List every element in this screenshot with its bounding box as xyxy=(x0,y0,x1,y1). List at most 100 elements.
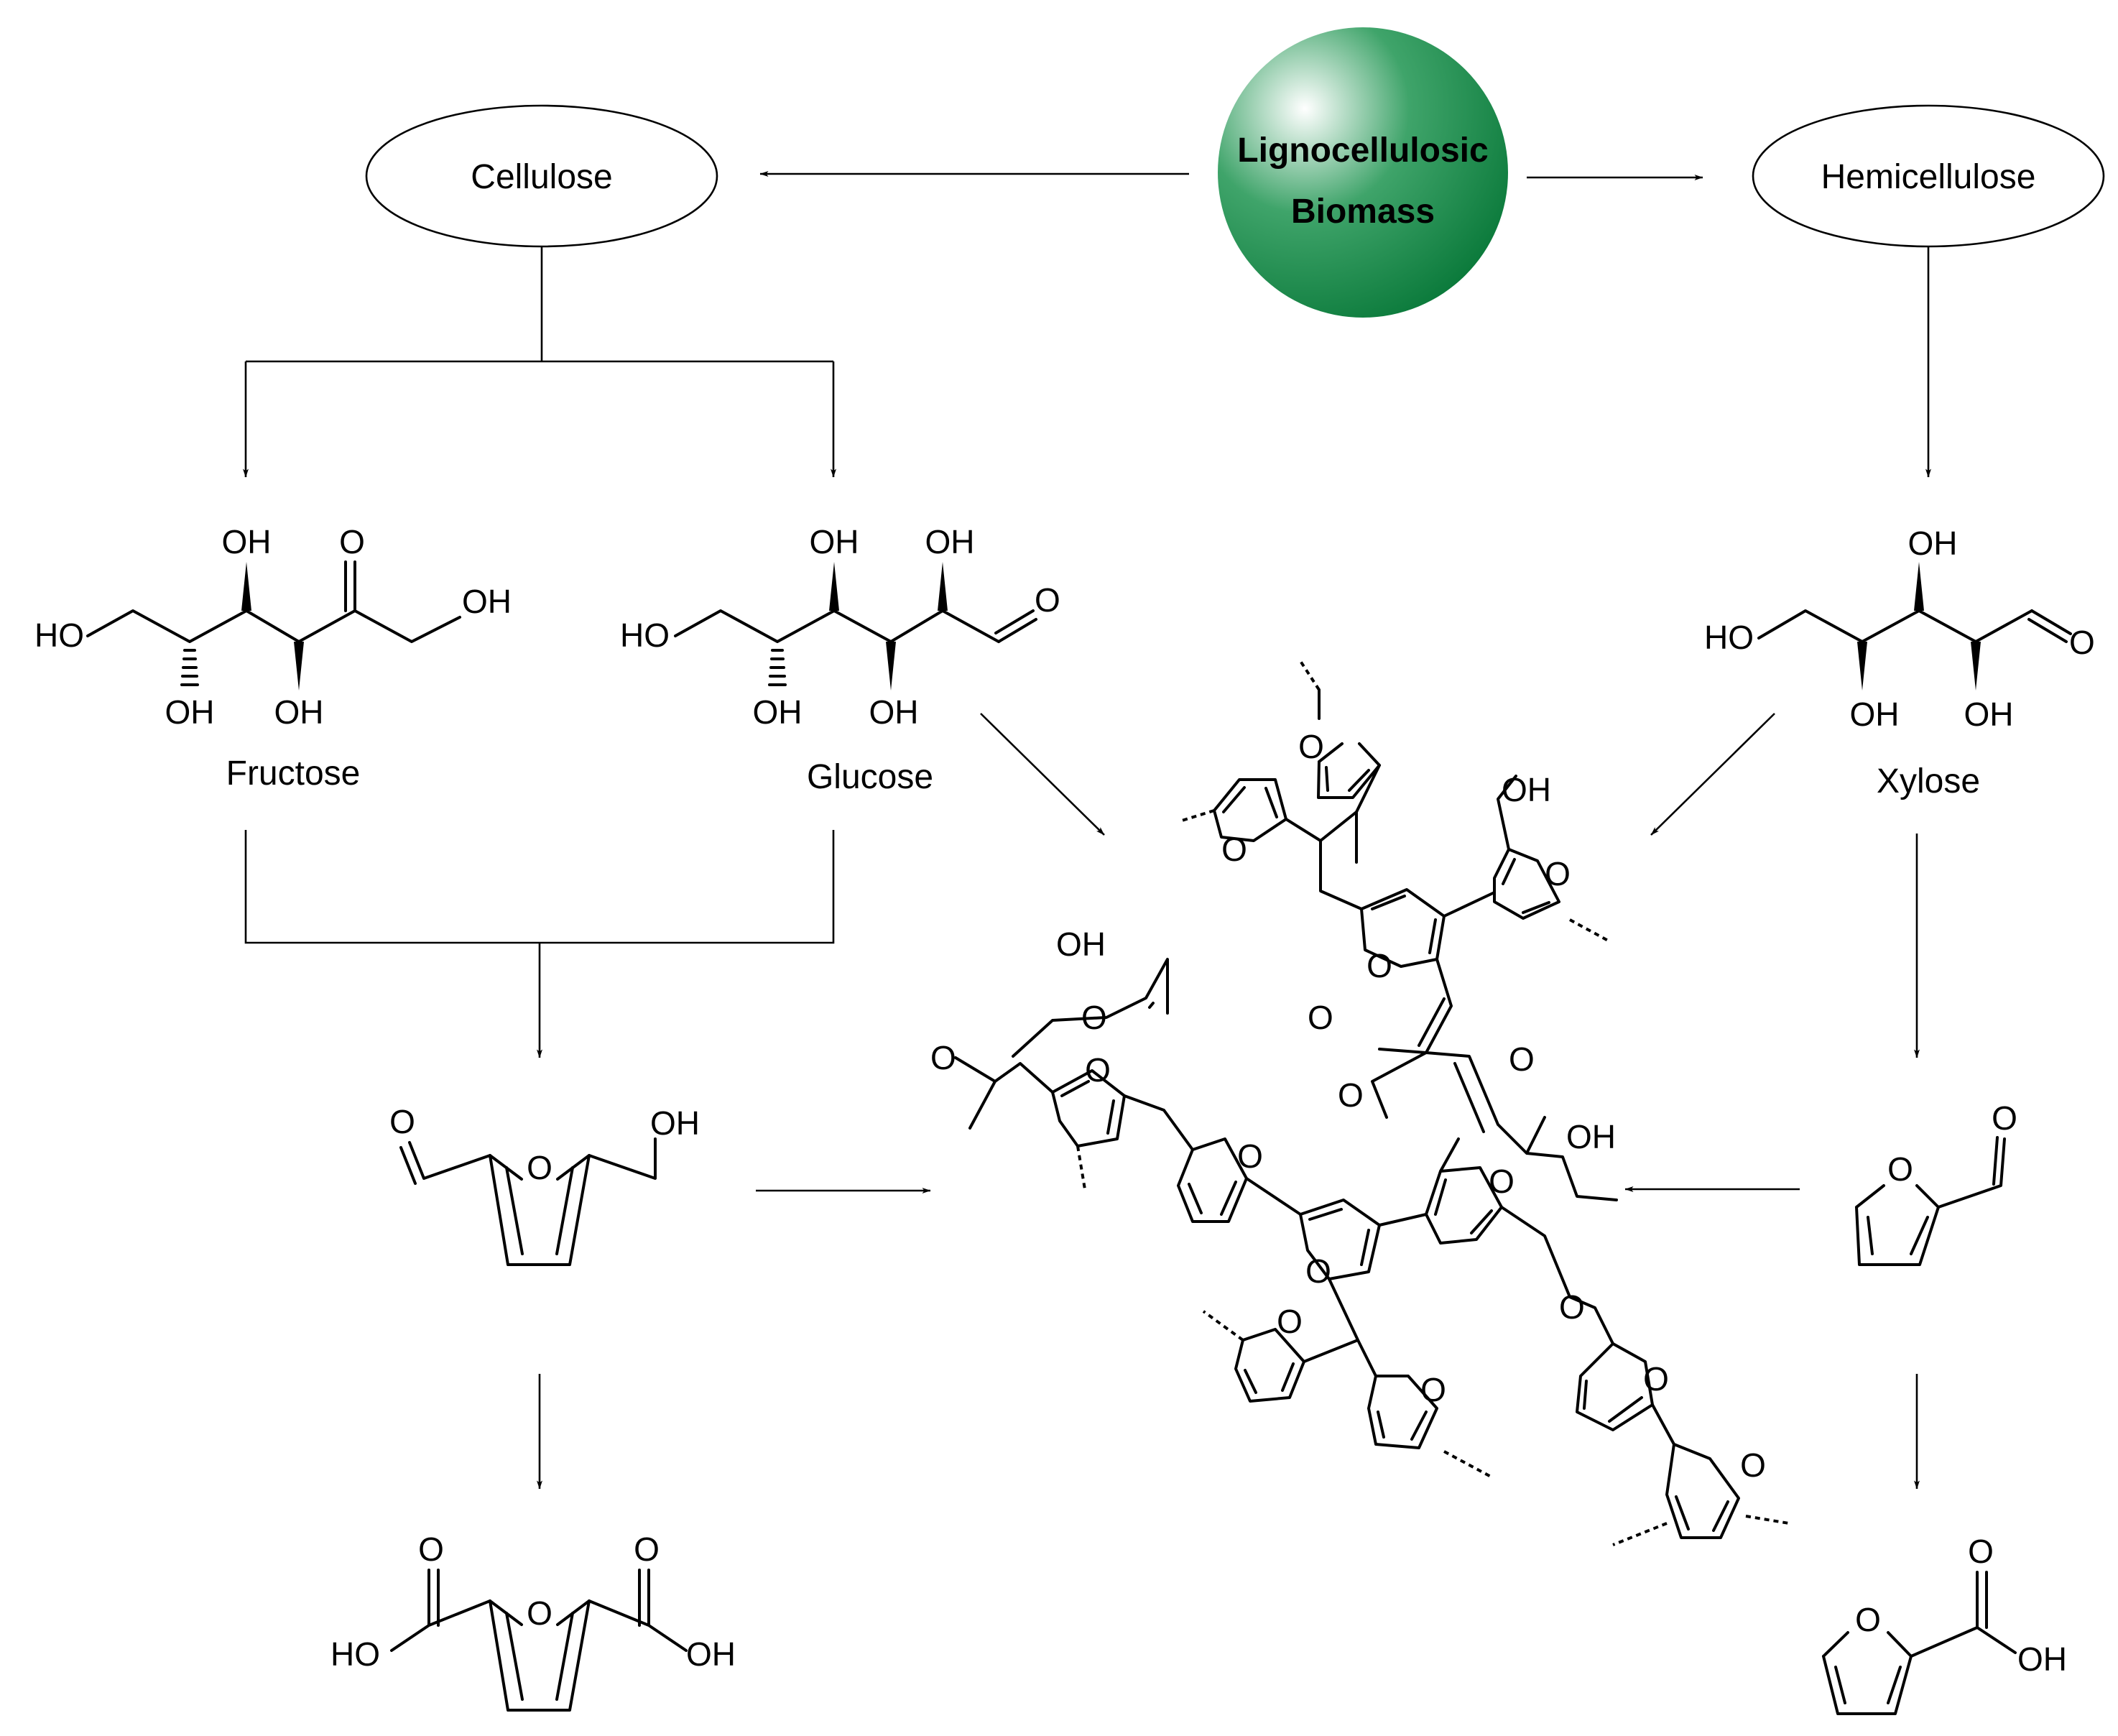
humin-furan-1-bonds xyxy=(1317,742,1381,799)
humin-link-4 xyxy=(1443,775,1517,918)
humin-furan-6-double xyxy=(1188,1181,1237,1216)
glucose-wedge-c3 xyxy=(886,642,896,691)
sugar-merge-line xyxy=(244,830,835,944)
xylose-label: Xylose xyxy=(1877,762,1980,800)
hemicellulose-ellipse xyxy=(1752,104,2105,248)
humin-furan-9-bonds xyxy=(1234,1328,1305,1403)
furoic-acid-structure: O O OH xyxy=(1822,1533,2067,1715)
xylose-wedge-c4 xyxy=(1857,642,1867,691)
furoic-acid-group xyxy=(1910,1571,2017,1658)
humin-furan-9-double xyxy=(1244,1362,1295,1394)
hemicellulose-node: Hemicellulose xyxy=(1752,104,2105,248)
humin-furan-8-double xyxy=(1434,1178,1493,1234)
furfural-ring-o: O xyxy=(1887,1150,1913,1188)
humin-furan-10-o: O xyxy=(1420,1371,1446,1408)
humin-furan-7-o: O xyxy=(1305,1252,1331,1290)
humin-furan-12: O xyxy=(1665,1443,1766,1539)
humin-furan-12-o: O xyxy=(1740,1446,1766,1484)
humin-furan-10-bonds xyxy=(1367,1375,1438,1449)
hmf-structure: O O OH xyxy=(389,1103,700,1266)
humin-furan-6-o: O xyxy=(1237,1137,1263,1175)
humin-furan-8-o: O xyxy=(1489,1163,1514,1200)
cellulose-node: Cellulose xyxy=(365,104,718,248)
xylose-aldehyde xyxy=(2027,609,2072,643)
hmf-furan-ring: O xyxy=(489,1149,591,1266)
fdca-acid-right xyxy=(588,1569,688,1652)
fdca-ho-left: HO xyxy=(330,1635,380,1673)
humin-link-7 xyxy=(1245,1177,1428,1227)
humin-dash-12a xyxy=(1612,1522,1668,1546)
humin-furan-11: O xyxy=(1576,1342,1669,1431)
humin-ketone-o: O xyxy=(930,1039,956,1076)
humin-furan-3-o: O xyxy=(1366,947,1392,984)
hmf-hydroxymethyl xyxy=(588,1137,657,1180)
humin-furan-3-double xyxy=(1371,895,1437,954)
humin-dash-4 xyxy=(1569,918,1610,943)
fdca-o-right: O xyxy=(634,1530,660,1568)
cellulose-ellipse xyxy=(365,104,718,248)
xylose-oh-bottom-left: OH xyxy=(1850,696,1900,733)
humin-furan-12-double xyxy=(1675,1495,1729,1532)
glucose-oh-bottom-left: OH xyxy=(753,693,803,731)
humin-furan-1: O xyxy=(1298,728,1381,799)
glucose-ho-left: HO xyxy=(620,617,670,654)
humin-oh-top: OH xyxy=(1502,771,1551,808)
furfural-ring-double xyxy=(1867,1216,1929,1255)
xylose-o-aldehyde: O xyxy=(2069,624,2095,661)
fructose-oh-bottom-left: OH xyxy=(165,693,215,731)
furoic-ring-double xyxy=(1834,1666,1902,1704)
humin-furan-9-o: O xyxy=(1277,1303,1303,1340)
fructose-oh-bottom-right: OH xyxy=(274,693,324,731)
furoic-ring-bonds xyxy=(1822,1631,1913,1715)
humin-chain-double xyxy=(1418,997,1485,1133)
fructose-wedge-c4 xyxy=(294,642,304,691)
humin-dash-5 xyxy=(1076,1145,1086,1190)
furfural-aldehyde xyxy=(1937,1136,2006,1209)
fructose-hash-c5 xyxy=(180,649,199,686)
humin-furan-6-bonds xyxy=(1177,1137,1248,1223)
humin-furan-5-double xyxy=(1060,1080,1115,1135)
glucose-oh-top-left: OH xyxy=(810,523,859,560)
biomass-sphere: Lignocellulosic Biomass xyxy=(1218,27,1508,318)
humin-link-9 xyxy=(1303,1278,1377,1377)
glucose-label: Glucose xyxy=(807,758,933,796)
humin-furan-4-o: O xyxy=(1545,855,1571,892)
glucose-wedge-c2 xyxy=(829,562,839,611)
humin-furan-1-o: O xyxy=(1298,728,1324,765)
furfural-ring-bonds xyxy=(1855,1184,1940,1266)
humins-structure: O O O O OH O O O OH xyxy=(930,660,1790,1546)
fructose-ho-left: HO xyxy=(34,617,84,654)
fdca-o-left: O xyxy=(418,1530,444,1568)
glucose-oh-bottom-right: OH xyxy=(869,693,919,731)
humin-link-11 xyxy=(1651,1403,1675,1446)
humin-dash-2 xyxy=(1181,809,1215,822)
fructose-wedge-c3 xyxy=(241,562,251,611)
fdca-oh-right: OH xyxy=(686,1635,736,1673)
furfural-furan-ring: O xyxy=(1855,1150,1940,1266)
humin-furan-4-double xyxy=(1502,858,1550,914)
arrow-xylose-to-humins xyxy=(1650,713,1775,836)
humin-acid-oh: OH xyxy=(1056,925,1106,963)
hmf-ring-o: O xyxy=(527,1149,552,1186)
cellulose-label: Cellulose xyxy=(471,158,612,196)
humin-dash-9 xyxy=(1202,1310,1244,1342)
arrow-glucose-to-humins xyxy=(980,713,1105,836)
furoic-furan-ring: O xyxy=(1822,1601,1913,1715)
xylose-chain xyxy=(1757,609,2033,643)
humin-ether-chain xyxy=(1439,1137,1614,1345)
humin-furan-8: O xyxy=(1425,1163,1514,1245)
humin-furan-9: O xyxy=(1234,1303,1305,1403)
biomass-label-line2: Biomass xyxy=(1291,193,1435,231)
glucose-oh-top-right: OH xyxy=(925,523,975,560)
humin-furan-10: O xyxy=(1367,1371,1446,1449)
humin-link-2 xyxy=(1285,811,1363,910)
xylose-oh-bottom-right: OH xyxy=(1964,696,2014,733)
hmf-aldehyde xyxy=(399,1141,491,1185)
connectors xyxy=(243,171,1931,1490)
humin-dash-10 xyxy=(1443,1450,1492,1478)
biomass-sphere-shape xyxy=(1218,27,1508,318)
humin-o-ketone-right: O xyxy=(1509,1040,1535,1078)
fructose-structure: HO OH O OH OH OH Fructose xyxy=(34,523,512,793)
hmf-o-aldehyde: O xyxy=(389,1103,415,1140)
furfural-structure: O O xyxy=(1855,1099,2017,1266)
